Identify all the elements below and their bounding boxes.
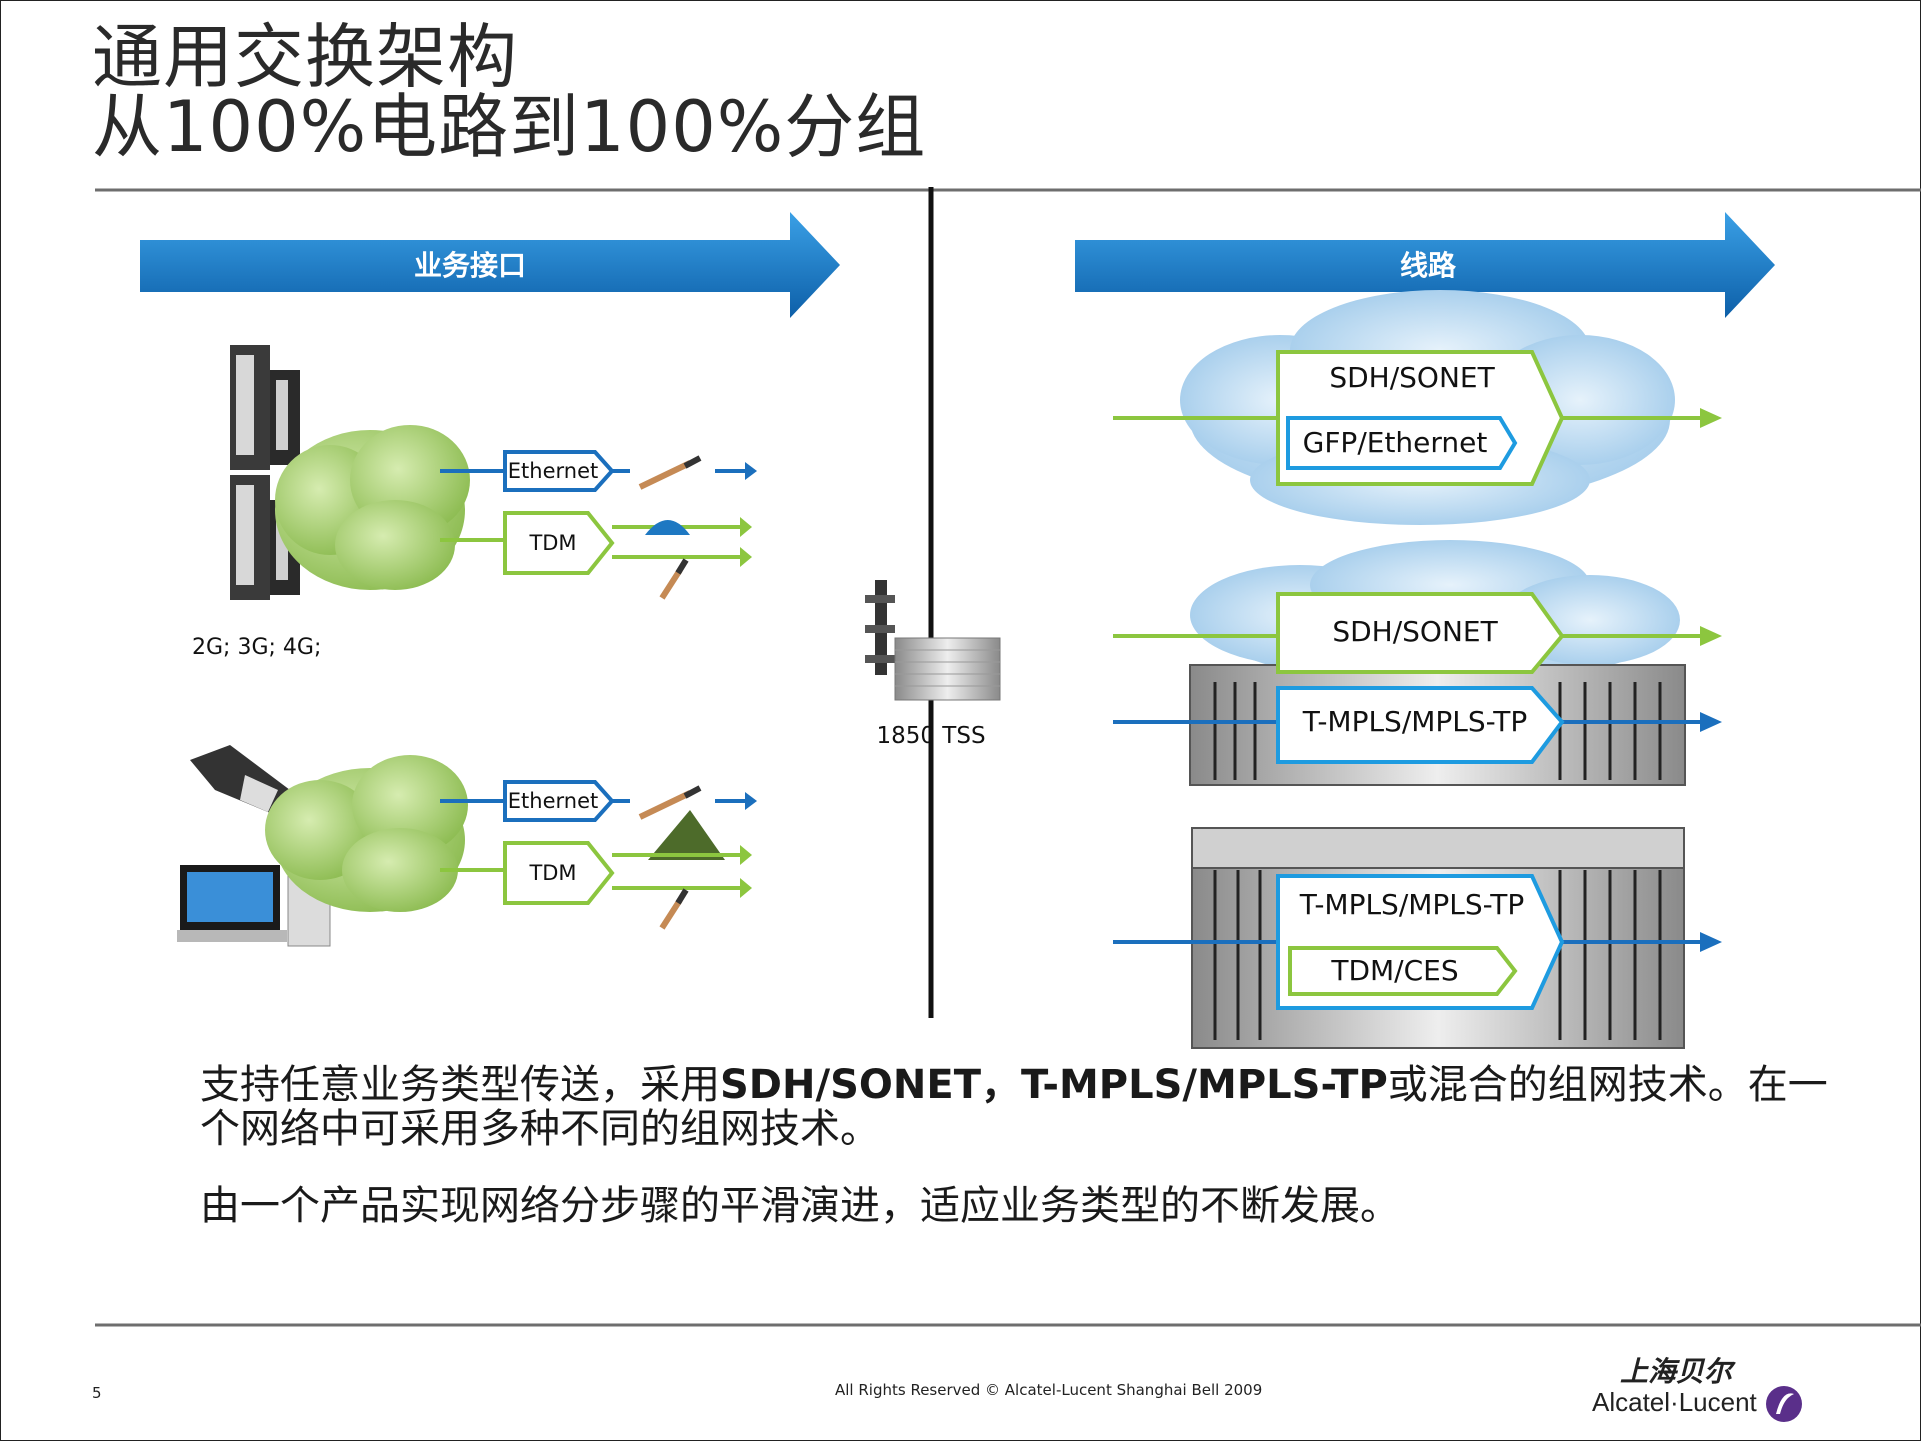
tmpls-box-1: T-MPLS/MPLS-TP <box>1276 686 1565 764</box>
tdm-tag-bottom: TDM <box>503 841 615 905</box>
phone-handset-icon <box>190 745 290 815</box>
gfp-ethernet-label: GFP/Ethernet <box>1303 426 1488 459</box>
green-texture-icon <box>648 810 725 860</box>
antenna-icon <box>645 520 690 535</box>
logo-chinese: 上海贝尔 <box>1620 1355 1733 1388</box>
body-p1-part-a: 支持任意业务类型传送，采用 <box>200 1062 720 1108</box>
ethernet-tag-bottom: Ethernet <box>503 780 615 822</box>
page-number: 5 <box>92 1384 102 1402</box>
fiber-connector-icon-4 <box>659 888 689 930</box>
blue-arrow-top <box>715 462 757 480</box>
tdm-ces-tag: TDM/CES <box>1288 946 1518 996</box>
tdm-ces-label: TDM/CES <box>1330 954 1458 987</box>
alcatel-lucent-logo-icon <box>1766 1386 1802 1422</box>
gfp-ethernet-tag: GFP/Ethernet <box>1286 416 1518 470</box>
sdh-sonet-label-1: SDH/SONET <box>1329 361 1495 394</box>
line-arrow: 线路 <box>1075 212 1775 318</box>
green-cloud-bottom <box>265 755 468 912</box>
fiber-connector-icon-1 <box>638 455 702 490</box>
blue-arrow-bottom <box>715 792 757 810</box>
green-cloud-top <box>275 425 470 590</box>
title-line-1: 通用交换架构 <box>92 16 518 98</box>
logo-text: Alcatel·Lucent <box>1592 1386 1757 1417</box>
body-paragraph-2: 由一个产品实现网络分步骤的平滑演进，适应业务类型的不断发展。 <box>200 1183 1400 1229</box>
copyright-text: All Rights Reserved © Alcatel-Lucent Sha… <box>835 1381 1263 1399</box>
service-interface-label: 业务接口 <box>414 249 526 282</box>
body-paragraph-1-line-2: 个网络中可采用多种不同的组网技术。 <box>200 1106 880 1152</box>
line-label: 线路 <box>1400 249 1457 282</box>
tss-equipment-icon <box>865 580 1001 701</box>
generation-caption: 2G; 3G; 4G; <box>192 635 321 660</box>
title-line-2: 从100%电路到100%分组 <box>92 86 927 168</box>
tdm-label-top: TDM <box>528 531 576 555</box>
ethernet-label-top: Ethernet <box>508 459 598 483</box>
tmpls-label-1: T-MPLS/MPLS-TP <box>1302 705 1527 738</box>
body-p1-part-b: SDH/SONET，T-MPLS/MPLS-TP <box>720 1062 1388 1108</box>
body-paragraph-1: 支持任意业务类型传送，采用SDH/SONET，T-MPLS/MPLS-TP或混合… <box>200 1062 1828 1108</box>
service-interface-arrow: 业务接口 <box>140 212 840 318</box>
logo-alcatel-lucent: Alcatel·Lucent <box>1592 1384 1804 1424</box>
ethernet-label-bottom: Ethernet <box>508 789 598 813</box>
tmpls-label-2: T-MPLS/MPLS-TP <box>1299 888 1524 921</box>
sdh-sonet-box-2: SDH/SONET <box>1276 592 1565 674</box>
tdm-label-bottom: TDM <box>528 861 576 885</box>
body-p1-part-c: 或混合的组网技术。在一 <box>1387 1062 1828 1108</box>
fiber-connector-icon-3 <box>638 785 702 820</box>
ethernet-tag-top: Ethernet <box>503 450 615 492</box>
sdh-sonet-label-2: SDH/SONET <box>1332 615 1498 648</box>
fiber-connector-icon-2 <box>659 558 689 600</box>
tss-label: 1850 TSS <box>876 723 985 749</box>
tdm-tag-top: TDM <box>503 511 615 575</box>
slide-title: 通用交换架构 从100%电路到100%分组 <box>92 22 926 162</box>
